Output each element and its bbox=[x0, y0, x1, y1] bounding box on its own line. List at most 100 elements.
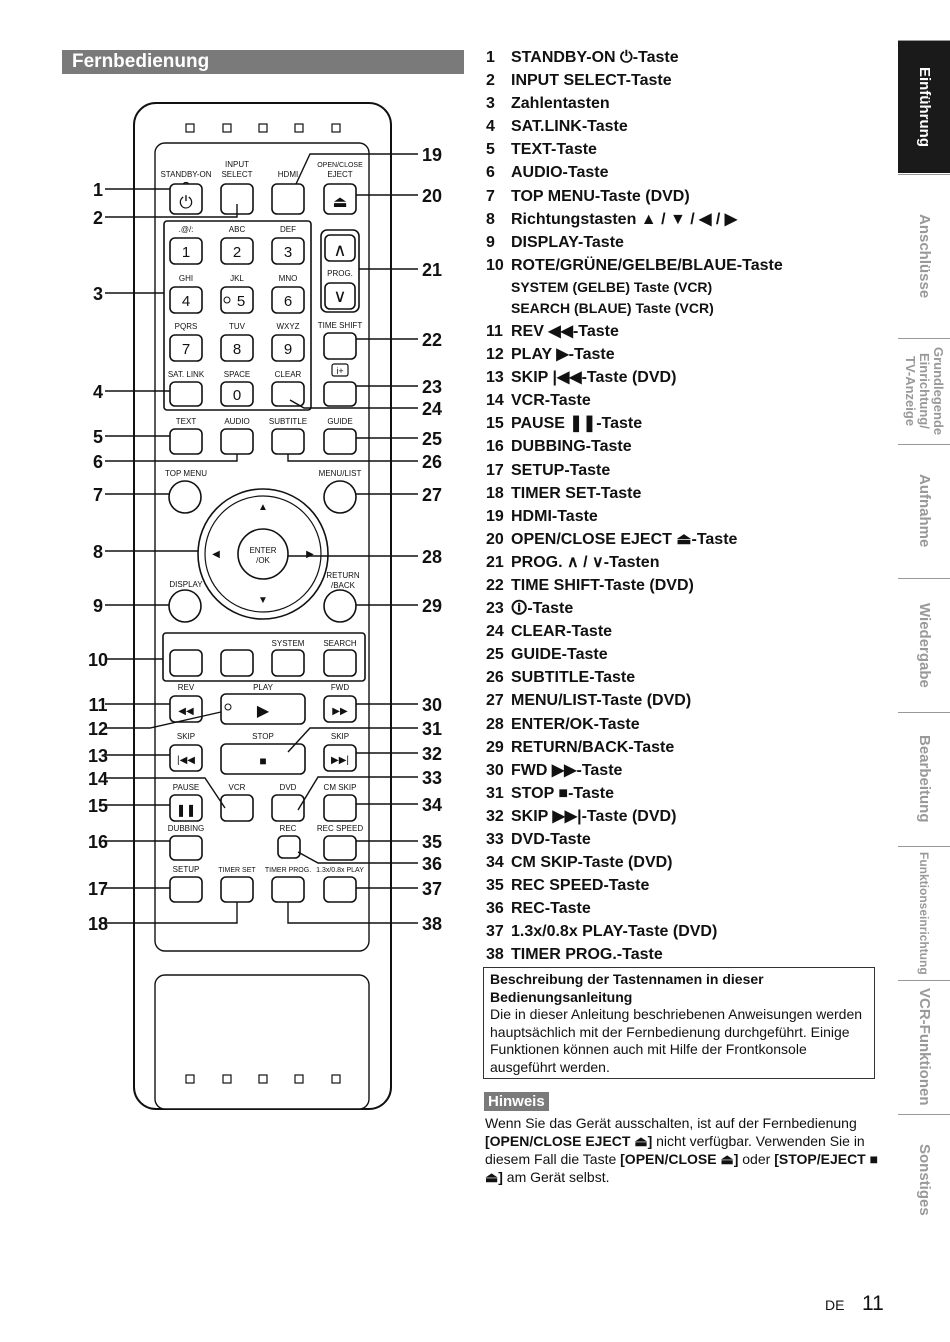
callout-line bbox=[289, 399, 418, 409]
callout-number: 21 bbox=[422, 260, 442, 280]
legend-text: RETURN/BACK-Taste bbox=[511, 738, 675, 756]
legend-number: 17 bbox=[486, 461, 504, 479]
callout-number: 33 bbox=[422, 768, 442, 788]
chapter-tab[interactable]: Einführung bbox=[898, 40, 950, 173]
callout-number: 6 bbox=[93, 452, 103, 472]
legend-text: TIMER PROG.-Taste bbox=[511, 946, 663, 964]
callout-number: 24 bbox=[422, 399, 442, 419]
arrow-left-icon: ◀ bbox=[212, 549, 220, 560]
footer-language: DE bbox=[825, 1297, 845, 1313]
chapter-tab[interactable]: Anschlüsse bbox=[898, 174, 950, 337]
callout-line bbox=[105, 454, 238, 462]
legend-number: 2 bbox=[486, 72, 495, 90]
chapter-tab-label: Grundlegende Einrichtung/ TV-Anzeige bbox=[903, 346, 946, 436]
stop-icon: ■ bbox=[259, 754, 266, 768]
legend-text: ROTE/GRÜNE/GELBE/BLAUE-Taste bbox=[511, 256, 783, 274]
legend-text: REC-Taste bbox=[511, 900, 591, 918]
chapter-tab[interactable]: VCR-Funktionen bbox=[898, 980, 950, 1113]
callout-number: 17 bbox=[88, 879, 108, 899]
skip-label: SKIP bbox=[331, 732, 349, 741]
legend-number: 30 bbox=[486, 761, 504, 779]
numkey-letters: ABC bbox=[229, 225, 246, 234]
callout-number: 28 bbox=[422, 547, 442, 567]
callout-number: 7 bbox=[93, 485, 103, 505]
legend-number: 3 bbox=[486, 95, 495, 113]
legend-number: 15 bbox=[486, 415, 504, 433]
hdmi-label: HDMI bbox=[278, 170, 298, 179]
guide-label: GUIDE bbox=[327, 417, 352, 426]
legend-text: HDMI-Taste bbox=[511, 507, 598, 525]
chapter-tab[interactable]: Funktionseinrichtung bbox=[898, 846, 950, 979]
display-label: DISPLAY bbox=[169, 580, 203, 589]
subtitle-label: SUBTITLE bbox=[269, 417, 307, 426]
legend-text: SUBTITLE-Taste bbox=[511, 669, 636, 687]
legend-text: INPUT SELECT-Taste bbox=[511, 72, 672, 90]
chapter-tab[interactable]: Aufnahme bbox=[898, 444, 950, 577]
tactile-dot bbox=[223, 296, 231, 304]
legend-text: REC SPEED-Taste bbox=[511, 877, 650, 895]
legend-number: 29 bbox=[486, 738, 504, 756]
sat-link-label: SAT. LINK bbox=[168, 370, 205, 379]
legend-number: 34 bbox=[486, 854, 504, 872]
play-speed-label: 1.3x/0.8x PLAY bbox=[316, 867, 364, 874]
callout-number: 3 bbox=[93, 284, 103, 304]
numkey-letters: .@/: bbox=[179, 225, 194, 234]
led-window bbox=[258, 123, 268, 133]
led-window bbox=[222, 1074, 232, 1084]
callout-line bbox=[295, 153, 418, 185]
legend-number: 33 bbox=[486, 831, 504, 848]
callout-line bbox=[287, 727, 418, 753]
legend-number: 31 bbox=[486, 784, 504, 802]
legend-text: STOP ■-Taste bbox=[511, 784, 615, 802]
legend-text: SYSTEM (GELBE) Taste (VCR) bbox=[511, 278, 713, 295]
rec-button bbox=[277, 835, 301, 859]
led-window bbox=[258, 1074, 268, 1084]
legend-text: SETUP-Taste bbox=[511, 461, 611, 479]
callout-number: 38 bbox=[422, 914, 442, 934]
rev-label: REV bbox=[178, 683, 195, 692]
note-text: Wenn Sie das Gerät ausschalten, ist auf … bbox=[485, 1114, 890, 1186]
note-text-2: nicht verfügbar. Verwenden Sie in diesem… bbox=[485, 1133, 865, 1167]
color-button bbox=[323, 649, 357, 677]
callout-number: 4 bbox=[93, 382, 103, 402]
legend-number: 12 bbox=[486, 346, 504, 364]
vcr-label: VCR bbox=[229, 783, 246, 792]
callout-number: 5 bbox=[93, 427, 103, 447]
callout-number: 27 bbox=[422, 485, 442, 505]
stop-button bbox=[220, 743, 306, 775]
chapter-tab[interactable]: Wiedergabe bbox=[898, 578, 950, 711]
setup-label: SETUP bbox=[173, 865, 200, 874]
legend-text: PLAY ▶-Taste bbox=[511, 346, 615, 364]
legend-text: DVD-Taste bbox=[511, 831, 591, 848]
legend-item: 12 PLAY ▶-Taste bbox=[486, 343, 881, 366]
chapter-tab[interactable]: Bearbeitung bbox=[898, 712, 950, 845]
callout-line bbox=[105, 711, 222, 729]
callout-line bbox=[287, 902, 418, 924]
info-icon bbox=[331, 363, 349, 377]
fwd-button bbox=[323, 695, 357, 723]
color-button-frame bbox=[162, 632, 366, 682]
page-title: Fernbedienung bbox=[72, 51, 210, 72]
guide-button bbox=[323, 428, 357, 455]
chapter-tab[interactable]: Grundlegende Einrichtung/ TV-Anzeige bbox=[898, 338, 950, 443]
legend-number: 28 bbox=[486, 715, 504, 733]
search-label: SEARCH bbox=[323, 639, 357, 648]
legend-text: TIME SHIFT-Taste (DVD) bbox=[511, 576, 694, 594]
callout-line bbox=[287, 454, 418, 462]
color-button bbox=[169, 649, 203, 677]
legend-text: SKIP |◀◀-Taste (DVD) bbox=[511, 369, 677, 387]
chapter-tab[interactable]: Sonstiges bbox=[898, 1114, 950, 1244]
